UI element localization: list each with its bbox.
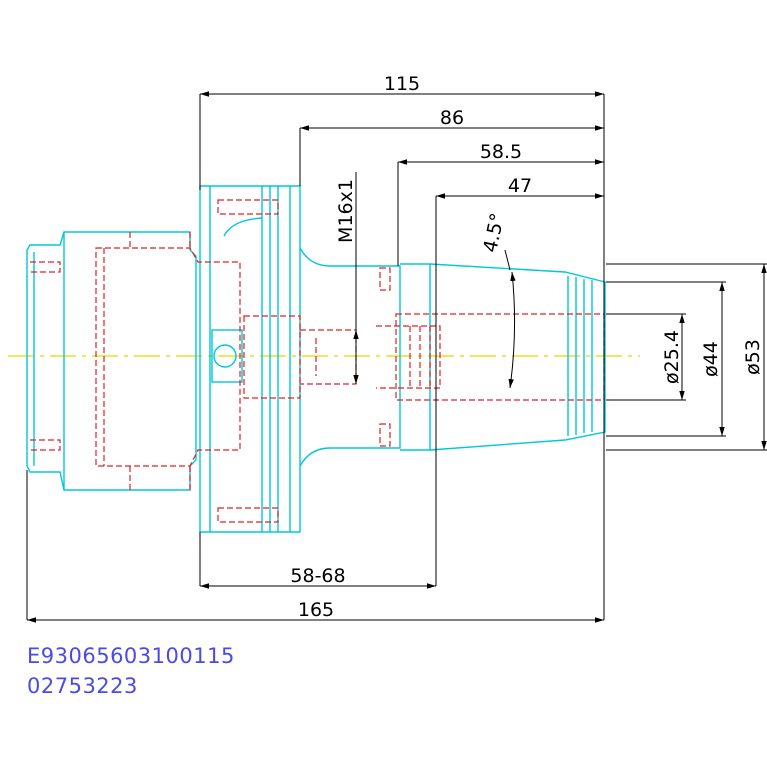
dim-47-label: 47 xyxy=(508,175,532,197)
extension-lines xyxy=(26,94,767,620)
dia-44-label: ø44 xyxy=(700,341,722,377)
dimension-lines xyxy=(27,91,767,623)
order-number: 02753223 xyxy=(27,674,138,698)
dim-115-label: 115 xyxy=(384,73,420,95)
dim-58-5-label: 58.5 xyxy=(480,141,522,163)
thread-label: M16x1 xyxy=(335,179,357,243)
dim-angle-arc xyxy=(508,271,516,389)
part-number: E93065603100115 xyxy=(27,644,235,668)
angle-label: 4.5° xyxy=(479,211,509,254)
dia-53-label: ø53 xyxy=(742,339,764,375)
hidden-features xyxy=(30,199,605,523)
dim-58-68-label: 58-68 xyxy=(290,565,345,587)
dim-86-label: 86 xyxy=(440,107,464,129)
dim-165-label: 165 xyxy=(298,599,334,621)
dim-angle-leader xyxy=(504,249,511,271)
dia-25-4-label: ø25.4 xyxy=(661,330,683,384)
